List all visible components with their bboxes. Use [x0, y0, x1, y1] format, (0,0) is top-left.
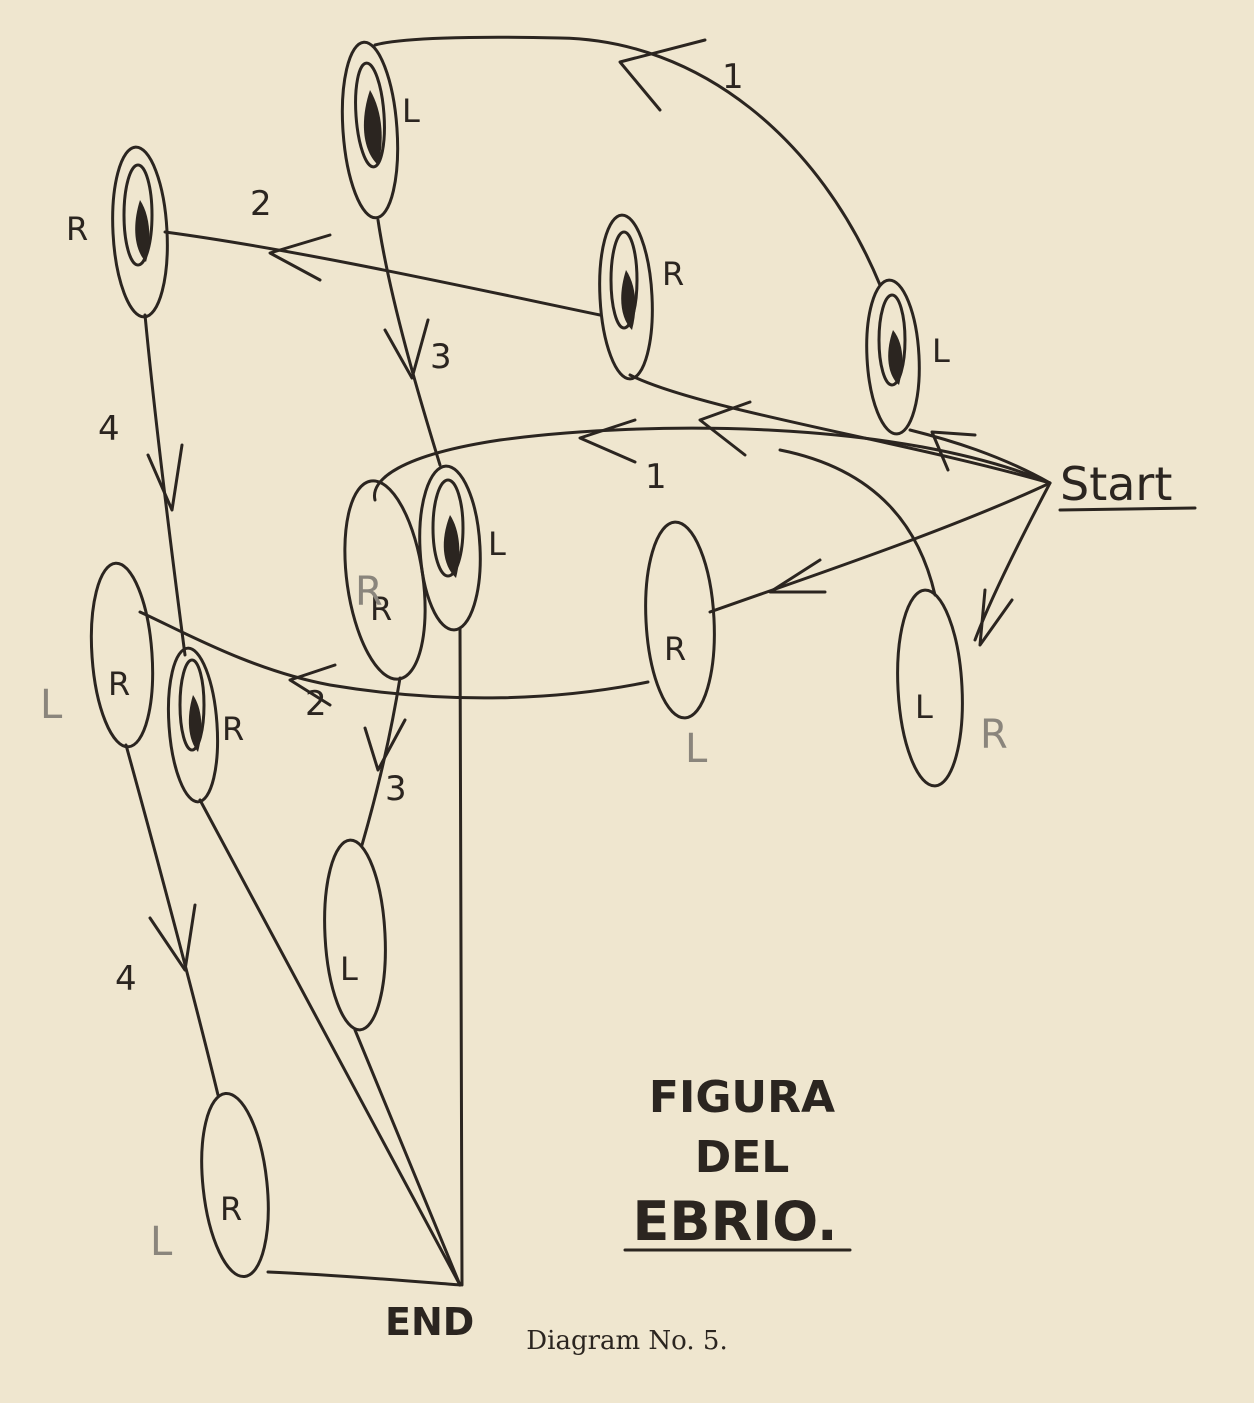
start-label: Start — [1060, 457, 1172, 511]
title-line-2: DEL — [695, 1132, 790, 1183]
arrow-2-lower — [288, 663, 337, 707]
pencil-note-right: R — [980, 712, 1008, 758]
foot-upper-r-left: R — [66, 145, 169, 319]
arrow-4-lower — [148, 903, 197, 972]
path-shaded-r-to-end — [266, 1270, 462, 1287]
start-marker: Start — [1058, 457, 1197, 512]
path-l-center-to-end — [458, 626, 464, 1287]
foot-label: L — [488, 525, 506, 563]
step-label-2-upper: 2 — [250, 184, 272, 224]
foot-label: R — [222, 710, 244, 748]
arrow-start-shaded-l — [978, 588, 1014, 647]
arrowheads — [146, 38, 1014, 972]
foot-label: L — [932, 332, 950, 370]
arrow-3-upper — [383, 318, 430, 380]
foot-shaded-right: L — [896, 588, 964, 788]
step-label-1-top: 1 — [722, 57, 744, 97]
step-labels: 1 2 3 4 1 2 3 4 — [98, 57, 744, 999]
foot-shaded-center: R — [343, 479, 427, 681]
arrow-start-r-upper — [698, 400, 752, 457]
arrow-4-upper — [146, 443, 184, 512]
path-1-lower-b — [778, 448, 937, 597]
start-underline — [1058, 506, 1197, 512]
foot-upper-r-mid: R — [598, 213, 684, 381]
foot-label: L — [402, 92, 420, 130]
pencil-note-left: L — [40, 682, 63, 728]
foot-label: R — [108, 665, 130, 703]
path-4-upper — [143, 313, 187, 657]
feet: L R R L L R — [66, 40, 964, 1279]
path-start-to-shaded-r — [708, 481, 1052, 614]
foot-upper-l-top: L — [340, 40, 420, 220]
foot-label: R — [220, 1190, 242, 1228]
pencil-note-center: R — [355, 569, 383, 615]
path-r-lower-to-end — [198, 798, 462, 1287]
path-start-to-l-upper — [908, 428, 1052, 485]
diagram-title: FIGURA DEL EBRIO. — [623, 1072, 852, 1253]
path-lines — [124, 35, 1052, 1287]
arrow-start-shaded-r — [768, 558, 827, 594]
step-label-1-lower: 1 — [645, 457, 667, 497]
arrow-1-lower — [578, 418, 637, 464]
pencil-note-bottom: L — [150, 1219, 173, 1265]
foot-label: R — [664, 630, 686, 668]
foot-shaded-lower-center: L — [323, 838, 387, 1032]
path-2-lower — [138, 610, 650, 700]
step-label-4-lower: 4 — [115, 959, 137, 999]
path-start-to-shaded-l — [973, 481, 1052, 642]
end-label: END — [385, 1300, 474, 1344]
path-4-lower — [124, 743, 220, 1097]
foot-label: R — [370, 590, 392, 628]
foot-label: L — [915, 688, 933, 726]
path-3-upper — [376, 218, 442, 467]
step-label-3-lower: 3 — [385, 769, 407, 809]
arrow-3-lower — [363, 718, 407, 772]
foot-shaded-right-mid: R — [644, 520, 716, 720]
step-label-4-upper: 4 — [98, 409, 120, 449]
arrow-2-upper — [268, 233, 332, 282]
foot-label: R — [662, 255, 684, 293]
path-3-lower — [360, 676, 402, 847]
arrow-start-l-upper — [930, 430, 977, 472]
foot-shaded-bottom: R — [200, 1091, 270, 1279]
pencil-note-mid: L — [685, 726, 708, 772]
foot-label: R — [66, 210, 88, 248]
path-loop-top — [373, 35, 882, 287]
step-label-3-upper: 3 — [430, 337, 452, 377]
path-start-to-r-upper — [628, 373, 1052, 485]
title-line-1: FIGURA — [649, 1072, 835, 1123]
title-line-3: EBRIO. — [633, 1190, 838, 1253]
arrow-1-top — [618, 38, 707, 112]
step-label-2-lower: 2 — [305, 684, 327, 724]
foot-label: L — [340, 950, 358, 988]
foot-upper-l-right: L — [865, 278, 950, 436]
foot-open-l-center: L — [418, 464, 506, 632]
foot-shaded-left: R — [89, 561, 155, 749]
path-shaded-l-to-end — [353, 1028, 462, 1287]
path-1-lower-a — [372, 426, 1052, 502]
diagram-caption: Diagram No. 5. — [526, 1326, 728, 1356]
pencil-notes: L L R L R — [40, 569, 1008, 1265]
foot-open-r-lower-left: R — [166, 646, 244, 804]
